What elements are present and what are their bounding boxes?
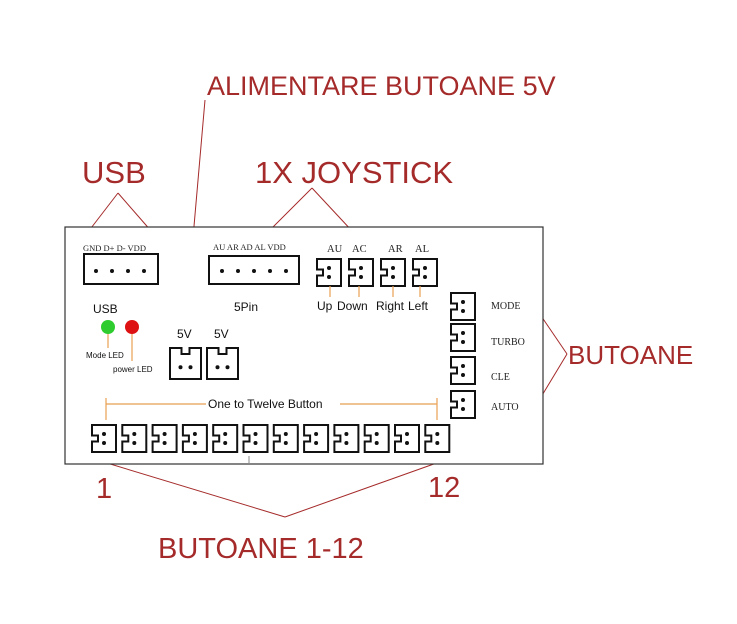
buttons-row-callout: BUTOANE 1-12 bbox=[158, 533, 364, 565]
side-button-label: MODE bbox=[491, 301, 520, 312]
side-button-connector bbox=[450, 292, 476, 321]
joystick-connector bbox=[316, 258, 342, 287]
button-connector bbox=[363, 424, 390, 453]
button-connector bbox=[394, 424, 420, 453]
side-button-label: TURBO bbox=[491, 337, 525, 348]
power-connector bbox=[206, 347, 239, 380]
joystick-pin-label: AL bbox=[415, 244, 429, 255]
button-row-connectors bbox=[91, 424, 451, 453]
joystick-direction-label: Left bbox=[408, 299, 429, 313]
fivepin-board-label: 5Pin bbox=[234, 300, 258, 314]
side-button-connectors: MODE TURBO CLE AUTO bbox=[450, 292, 525, 419]
joystick-direction-label: Down bbox=[337, 299, 368, 313]
button-connector bbox=[121, 424, 148, 453]
usb-pin-labels: GND D+ D- VDD bbox=[83, 243, 146, 253]
button-row-bracket bbox=[105, 398, 438, 420]
mode-led-label: Mode LED bbox=[86, 351, 124, 360]
side-button-connector bbox=[450, 323, 476, 352]
power-connector-label-2: 5V bbox=[214, 327, 229, 341]
side-button-label: AUTO bbox=[491, 402, 519, 413]
joystick-connector bbox=[380, 258, 406, 287]
button-connector bbox=[424, 424, 451, 453]
side-button-connector bbox=[450, 390, 476, 419]
joystick-direction-label: Up bbox=[317, 299, 333, 313]
fivepin-connector bbox=[208, 255, 300, 285]
power-connector-label-1: 5V bbox=[177, 327, 192, 341]
last-button-index: 12 bbox=[428, 472, 460, 504]
side-buttons-callout: BUTOANE bbox=[568, 340, 693, 370]
button-row-label: One to Twelve Button bbox=[208, 397, 323, 411]
button-connector bbox=[91, 424, 117, 453]
usb-callout: USB bbox=[82, 155, 146, 190]
power-connectors bbox=[169, 347, 239, 380]
power-led-label: power LED bbox=[113, 365, 153, 374]
usb-connector bbox=[83, 253, 159, 285]
power-led bbox=[125, 320, 139, 334]
power-callout: ALIMENTARE BUTOANE 5V bbox=[207, 71, 556, 101]
joystick-connector bbox=[412, 258, 438, 287]
joystick-pin-label: AC bbox=[352, 244, 367, 255]
button-connector bbox=[181, 424, 208, 453]
first-button-index: 1 bbox=[96, 473, 112, 505]
button-connector bbox=[303, 424, 330, 453]
joystick-connector bbox=[348, 258, 374, 287]
side-button-connector bbox=[450, 356, 476, 385]
joystick-pin-label: AR bbox=[388, 244, 403, 255]
mode-led bbox=[101, 320, 115, 334]
usb-board-label: USB bbox=[93, 302, 118, 316]
joystick-direction-label: Right bbox=[376, 299, 405, 313]
button-connector bbox=[242, 424, 269, 453]
fivepin-pin-labels: AU AR AD AL VDD bbox=[213, 242, 286, 252]
button-connector bbox=[212, 424, 239, 453]
button-connector bbox=[151, 424, 178, 453]
power-connector bbox=[169, 347, 202, 380]
button-connector bbox=[333, 424, 360, 453]
side-button-label: CLE bbox=[491, 372, 510, 383]
button-connector bbox=[272, 424, 299, 453]
joystick-callout: 1X JOYSTICK bbox=[255, 155, 453, 190]
joystick-pin-label: AU bbox=[327, 244, 343, 255]
